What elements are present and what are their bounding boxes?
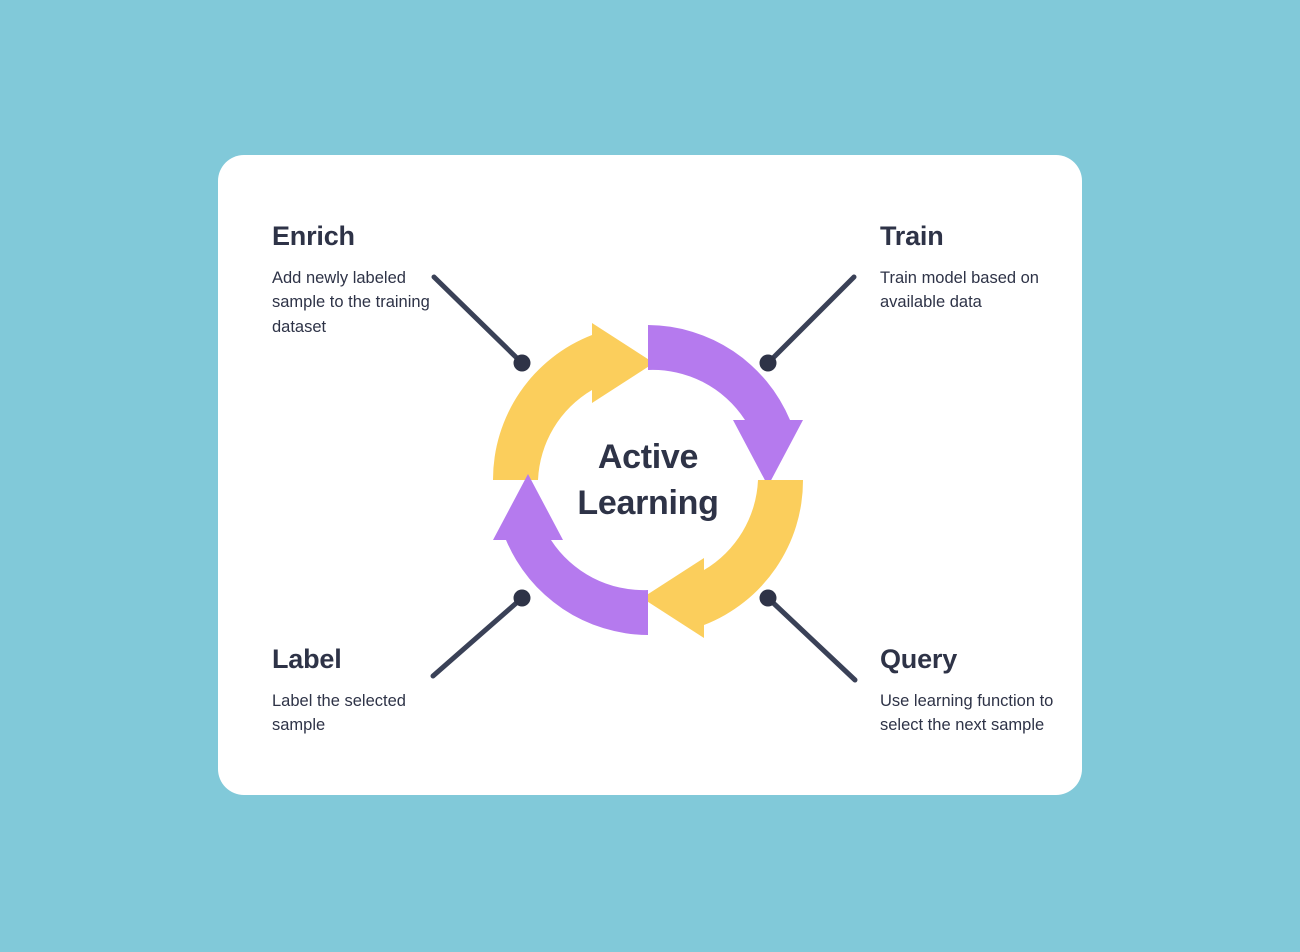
node-enrich: Enrich Add newly labeled sample to the t… — [272, 221, 462, 339]
node-enrich-title: Enrich — [272, 221, 355, 251]
node-train: Train Train model based on available dat… — [880, 221, 1080, 315]
node-enrich-description: Add newly labeled sample to the training… — [272, 268, 430, 336]
node-label: Label Label the selected sample — [272, 644, 462, 738]
node-train-title: Train — [880, 221, 944, 251]
node-label-title: Label — [272, 644, 342, 674]
node-train-description: Train model based on available data — [880, 268, 1039, 312]
node-query-description: Use learning function to select the next… — [880, 691, 1054, 735]
node-query: Query Use learning function to select th… — [880, 644, 1070, 738]
node-label-description: Label the selected sample — [272, 691, 406, 735]
node-query-title: Query — [880, 644, 958, 674]
